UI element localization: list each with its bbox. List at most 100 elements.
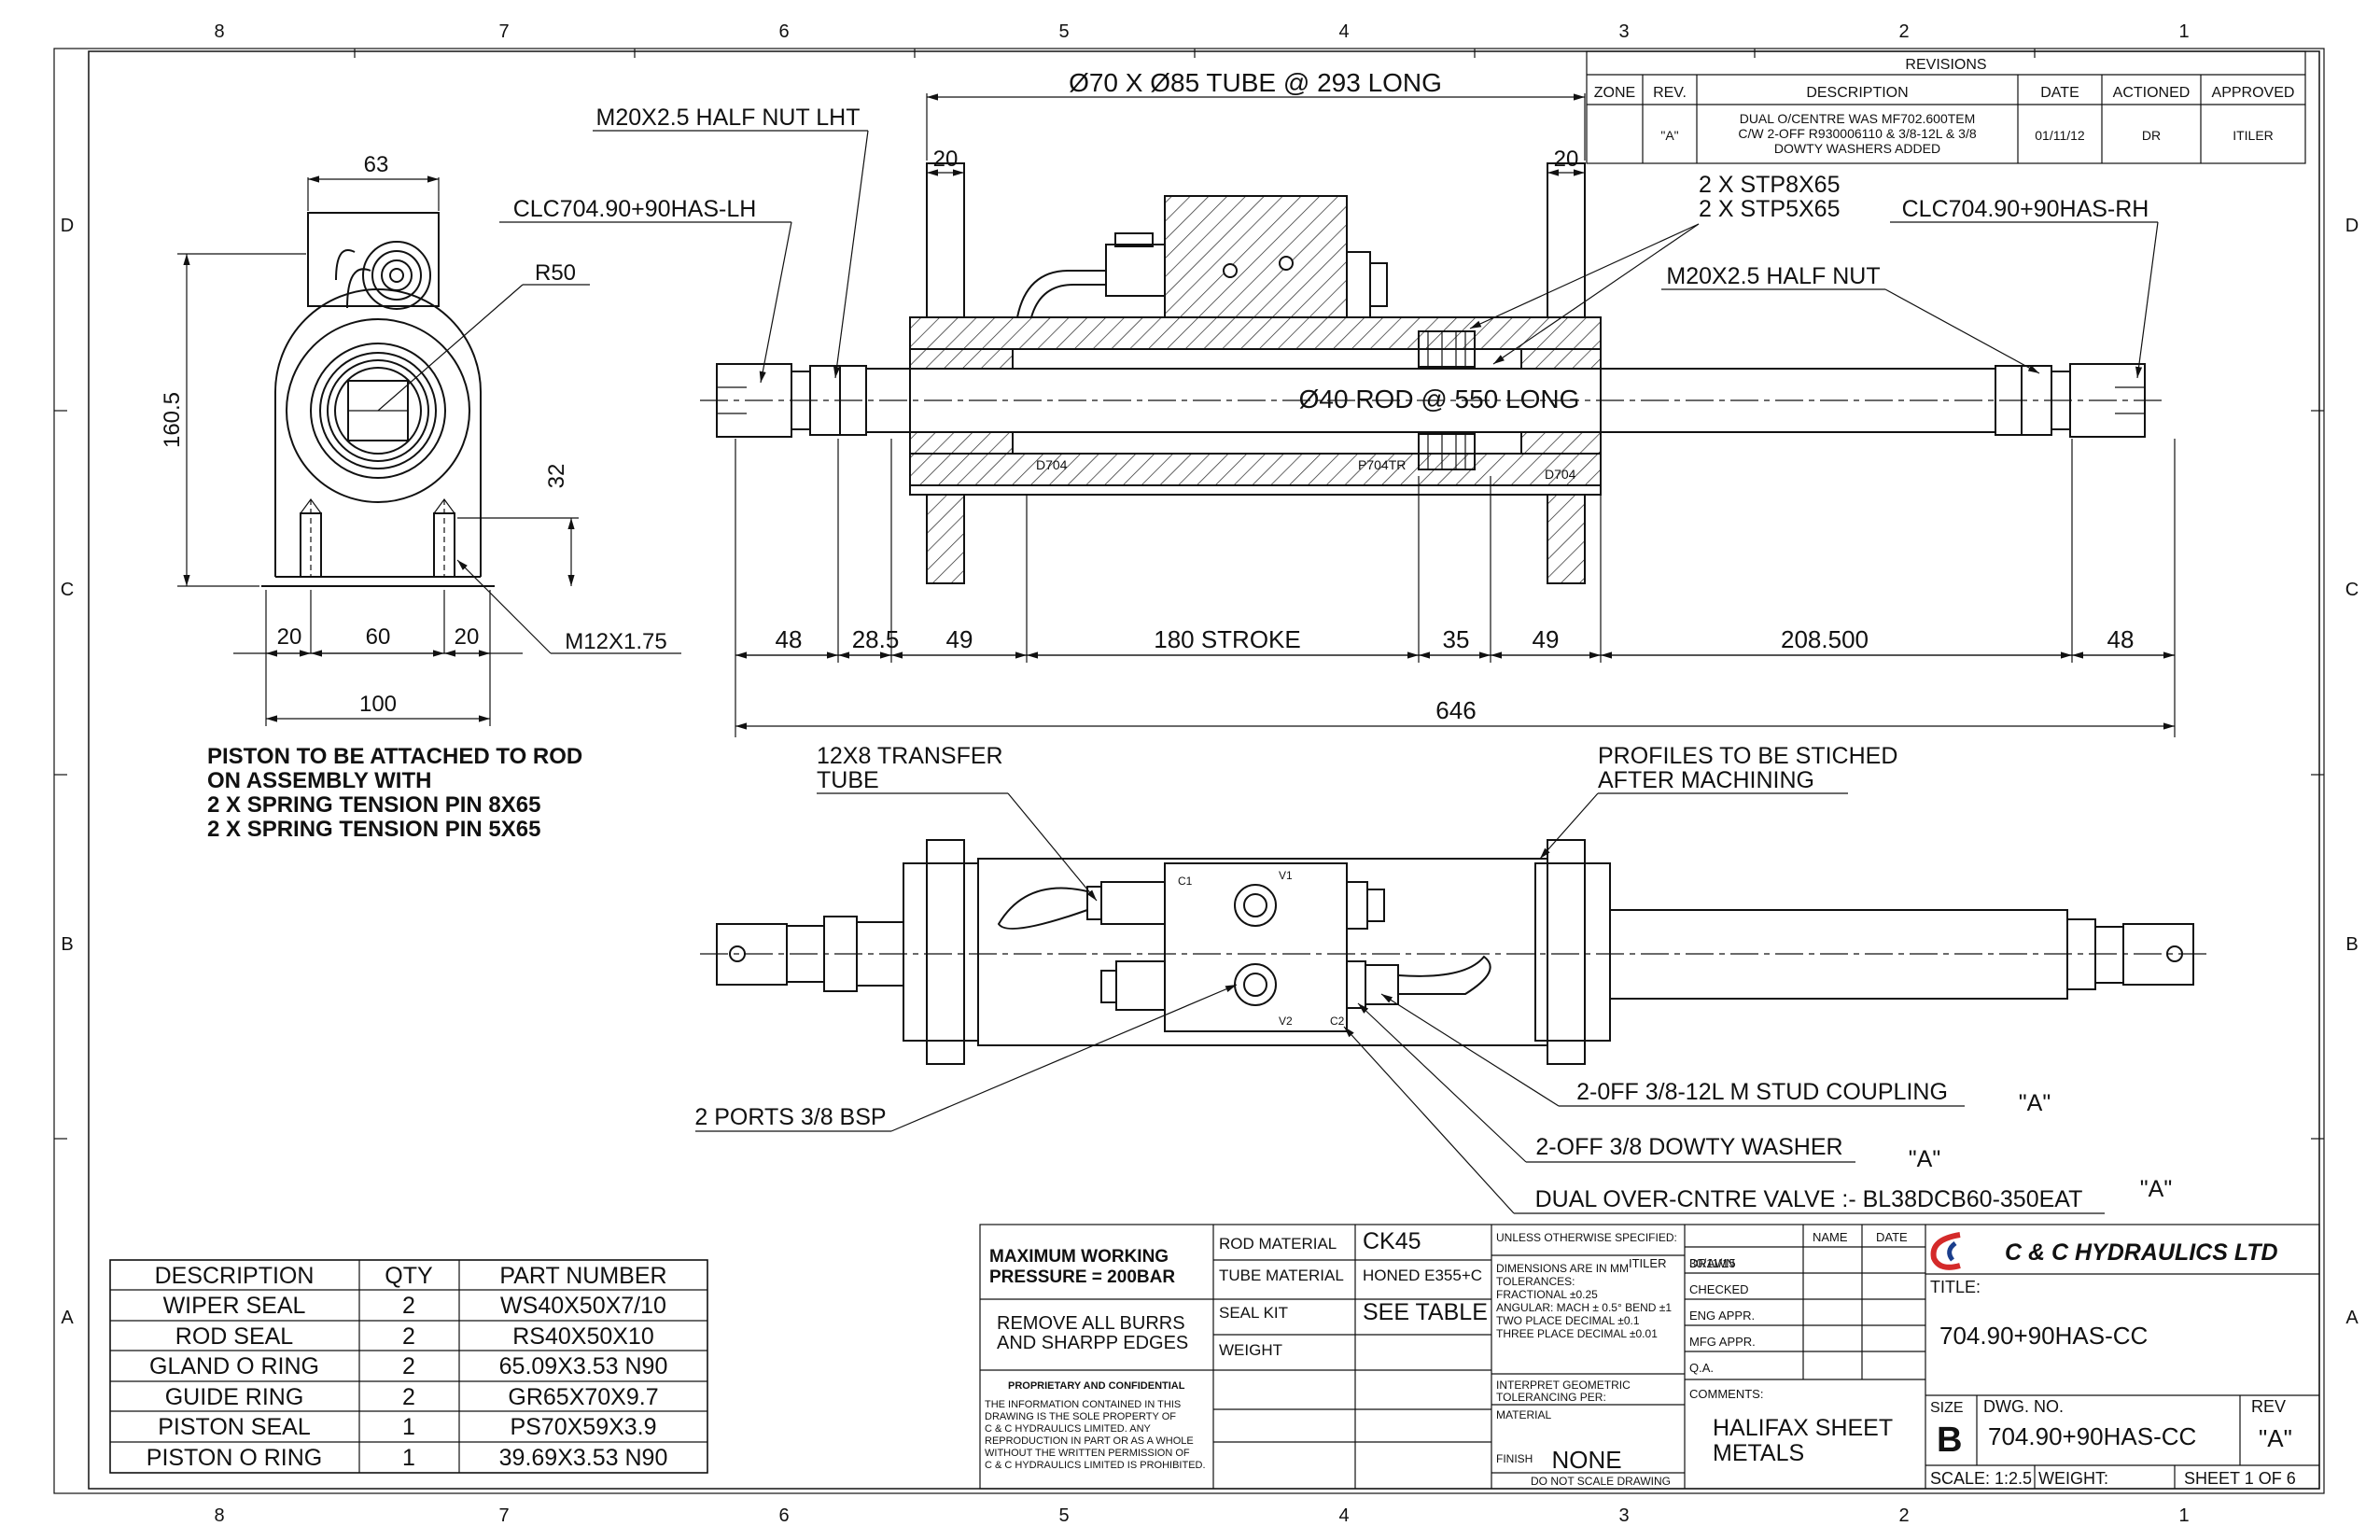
dim-28-5: 28.5 — [852, 625, 900, 653]
finish-label: FINISH — [1496, 1452, 1533, 1465]
valve-mark-v2: V2 — [1279, 1015, 1293, 1028]
scale-value: SCALE: 1:2.5 — [1930, 1469, 2032, 1488]
tube-material-value: HONED E355+C — [1363, 1267, 1482, 1284]
plan-view: C1 V1 C2 V2 12X8 TRANSFER TUBE PROFILES … — [694, 743, 2212, 1214]
profiles-label: AFTER MACHINING — [1598, 767, 1814, 793]
zone-row-left: D — [61, 216, 74, 236]
zone-row-right: C — [2345, 580, 2359, 600]
zone-row-left: A — [61, 1308, 74, 1328]
r50-label: R50 — [535, 260, 576, 286]
zone-col-bottom: 1 — [2178, 1505, 2189, 1526]
sheet-value: SHEET 1 OF 6 — [2184, 1469, 2296, 1488]
rev-a-valve: "A" — [2140, 1176, 2172, 1202]
zone-col-top: 5 — [1058, 21, 1069, 42]
tolerance-line: ANGULAR: MACH ± 0.5° BEND ±1 — [1496, 1301, 1672, 1314]
zone-row-right: D — [2345, 216, 2359, 236]
zone-row-right: B — [2345, 934, 2358, 955]
zone-col-top: 7 — [498, 21, 509, 42]
stud-coupling-label: 2-0FF 3/8-12L M STUD COUPLING — [1576, 1079, 1948, 1105]
unless-specified: UNLESS OTHERWISE SPECIFIED: — [1496, 1231, 1677, 1244]
stp5-label: 2 X STP5X65 — [1699, 196, 1840, 222]
tolerance-line: TWO PLACE DECIMAL ±0.1 — [1496, 1314, 1640, 1327]
clc-rh-label: CLC704.90+90HAS-RH — [1902, 196, 2149, 222]
remove-burrs: AND SHARPP EDGES — [997, 1333, 1188, 1353]
zone-col-top: 2 — [1898, 21, 1909, 42]
part-p704tr: P704TR — [1358, 457, 1406, 472]
drawn-name: ITILER — [1629, 1256, 1666, 1270]
name-label: NAME — [1813, 1230, 1848, 1244]
zone-col-bottom: 3 — [1618, 1505, 1629, 1526]
tube-material-label: TUBE MATERIAL — [1219, 1267, 1344, 1284]
valve-mark-c2: C2 — [1330, 1015, 1345, 1028]
bom-cell: 1 — [402, 1445, 415, 1471]
part-d704-left: D704 — [1036, 457, 1068, 472]
company-logo — [1930, 1232, 1961, 1270]
end-view: 63 160.5 R50 32 20 60 20 100 M12X1.75 — [160, 152, 681, 726]
half-nut-label: M20X2.5 HALF NUT — [1666, 263, 1880, 289]
bom-header-qty: QTY — [385, 1263, 433, 1289]
rev-header-zone: ZONE — [1594, 85, 1635, 101]
rev-row-approved: ITILER — [2233, 128, 2274, 143]
bom-cell: GLAND O RING — [149, 1353, 319, 1379]
bom-header-description: DESCRIPTION — [155, 1263, 315, 1289]
section-view: D704 P704TR D704 Ø70 X Ø85 TUBE @ 293 LO… — [499, 68, 2165, 584]
remove-burrs: REMOVE ALL BURRS — [997, 1313, 1185, 1334]
max-pressure: MAXIMUM WORKING — [989, 1247, 1169, 1267]
bom-cell: 39.69X3.53 N90 — [499, 1445, 668, 1471]
tube-label: Ø70 X Ø85 TUBE @ 293 LONG — [1069, 68, 1442, 97]
dim-49-right: 49 — [1533, 625, 1560, 653]
rev-header-actioned: ACTIONED — [2113, 85, 2191, 101]
dim-100: 100 — [359, 692, 397, 717]
comments-value: HALIFAX SHEET — [1713, 1415, 1893, 1441]
bom-cell: WS40X50X7/10 — [500, 1293, 666, 1319]
rev-row-desc: DOWTY WASHERS ADDED — [1774, 141, 1940, 156]
zone-row-right: A — [2345, 1308, 2359, 1328]
zone-col-top: 1 — [2178, 21, 2189, 42]
profiles-label: PROFILES TO BE STICHED — [1598, 743, 1897, 769]
zone-row-left: B — [61, 934, 73, 955]
piston-note-line: PISTON TO BE ATTACHED TO ROD — [207, 744, 582, 769]
rev-row-actioned: DR — [2142, 128, 2161, 143]
size-value: B — [1937, 1421, 1962, 1460]
drawing-title: 704.90+90HAS-CC — [1939, 1322, 2148, 1350]
dim-63: 63 — [364, 152, 389, 177]
rod-material-label: ROD MATERIAL — [1219, 1235, 1337, 1253]
bom-cell: 2 — [402, 1353, 415, 1379]
revisions-title: REVISIONS — [1905, 57, 1986, 73]
proprietary-line: DRAWING IS THE SOLE PROPERTY OF — [985, 1411, 1176, 1422]
zone-col-top: 4 — [1338, 21, 1349, 42]
tolerance-line: FRACTIONAL ±0.25 — [1496, 1288, 1598, 1301]
stp8-label: 2 X STP8X65 — [1699, 172, 1840, 198]
zone-ticks — [54, 49, 2324, 1140]
dim-stroke: 180 STROKE — [1154, 625, 1301, 653]
comments-value: METALS — [1713, 1440, 1804, 1466]
bom-cell: 2 — [402, 1323, 415, 1350]
tolerance-line: THREE PLACE DECIMAL ±0.01 — [1496, 1327, 1658, 1340]
ports-label: 2 PORTS 3/8 BSP — [694, 1104, 886, 1130]
material-label: MATERIAL — [1496, 1408, 1551, 1421]
dim-35: 35 — [1443, 625, 1470, 653]
tolerance-line: DIMENSIONS ARE IN MM — [1496, 1262, 1629, 1275]
zone-col-top: 3 — [1618, 21, 1629, 42]
bom-cell: PISTON O RING — [147, 1445, 322, 1471]
zone-col-bottom: 2 — [1898, 1505, 1909, 1526]
piston-note: PISTON TO BE ATTACHED TO ROD ON ASSEMBLY… — [207, 744, 582, 842]
title-label: TITLE: — [1930, 1278, 1981, 1296]
dwg-label: DWG. NO. — [1983, 1397, 2064, 1416]
dim-32: 32 — [544, 464, 569, 489]
comments-label: COMMENTS: — [1689, 1387, 1763, 1401]
rev-row-date: 01/11/12 — [2035, 128, 2085, 143]
rev-label: REV — [2251, 1397, 2286, 1416]
dim-49-left: 49 — [946, 625, 973, 653]
weight-label: WEIGHT — [1219, 1341, 1282, 1359]
bom-cell: 1 — [402, 1414, 415, 1440]
valve-mark-v1: V1 — [1279, 869, 1293, 882]
proprietary-line: C & C HYDRAULICS LIMITED IS PROHIBITED. — [985, 1460, 1206, 1471]
zone-col-bottom: 6 — [778, 1505, 789, 1526]
dim-208-5: 208.500 — [1781, 625, 1869, 653]
proprietary-line: THE INFORMATION CONTAINED IN THIS — [985, 1399, 1181, 1410]
zone-col-bottom: 7 — [498, 1505, 509, 1526]
piston-note-line: 2 X SPRING TENSION PIN 5X65 — [207, 817, 540, 842]
proprietary-line: REPRODUCTION IN PART OR AS A WHOLE — [985, 1435, 1194, 1447]
